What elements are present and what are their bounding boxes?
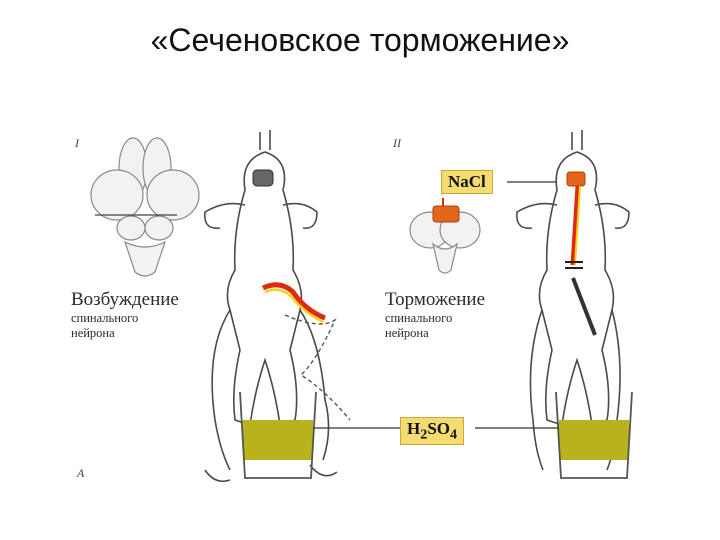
frog-left-lifted-leg <box>284 314 351 421</box>
nacl-crystal-left <box>432 205 460 223</box>
h2so4-label: H2SO4 <box>400 417 465 446</box>
label-inhibition-line2: спинального <box>385 311 453 325</box>
spinal-motor-path-right <box>571 277 597 336</box>
acid-formula-h: H <box>407 419 421 438</box>
panel-left-numeral: I <box>75 136 79 150</box>
acid-formula-sub2: 4 <box>450 426 458 443</box>
corner-letter: A <box>77 466 85 480</box>
frog-left-head-marker <box>252 169 274 187</box>
label-excitation-line3: нейрона <box>71 326 115 340</box>
inhibition-block-mark <box>565 261 583 269</box>
signal-path-left-yellow <box>264 288 324 324</box>
acid-formula-so: SO <box>427 419 450 438</box>
beaker-left <box>239 391 317 479</box>
label-inhibition-line3: нейрона <box>385 326 429 340</box>
signal-path-right-yellow <box>574 185 581 266</box>
label-inhibition: Торможение <box>385 289 486 310</box>
signal-path-left <box>261 282 326 321</box>
slide-title: «Сеченовское торможение» <box>150 22 570 58</box>
sechenov-figure: I II Возбуждение спинального нейрона Тор… <box>55 120 680 490</box>
acid-formula-sub1: 2 <box>420 426 428 443</box>
signal-path-right-red <box>570 185 581 266</box>
nacl-label: NaCl <box>441 170 493 194</box>
label-excitation-line2: спинального <box>71 311 139 325</box>
panel-right-numeral: II <box>393 136 401 150</box>
label-excitation: Возбуждение <box>71 289 179 310</box>
beaker-right <box>555 391 633 479</box>
frog-right-head-crystal <box>566 171 586 187</box>
figure-drawing <box>90 130 633 483</box>
brain-left <box>90 137 200 277</box>
